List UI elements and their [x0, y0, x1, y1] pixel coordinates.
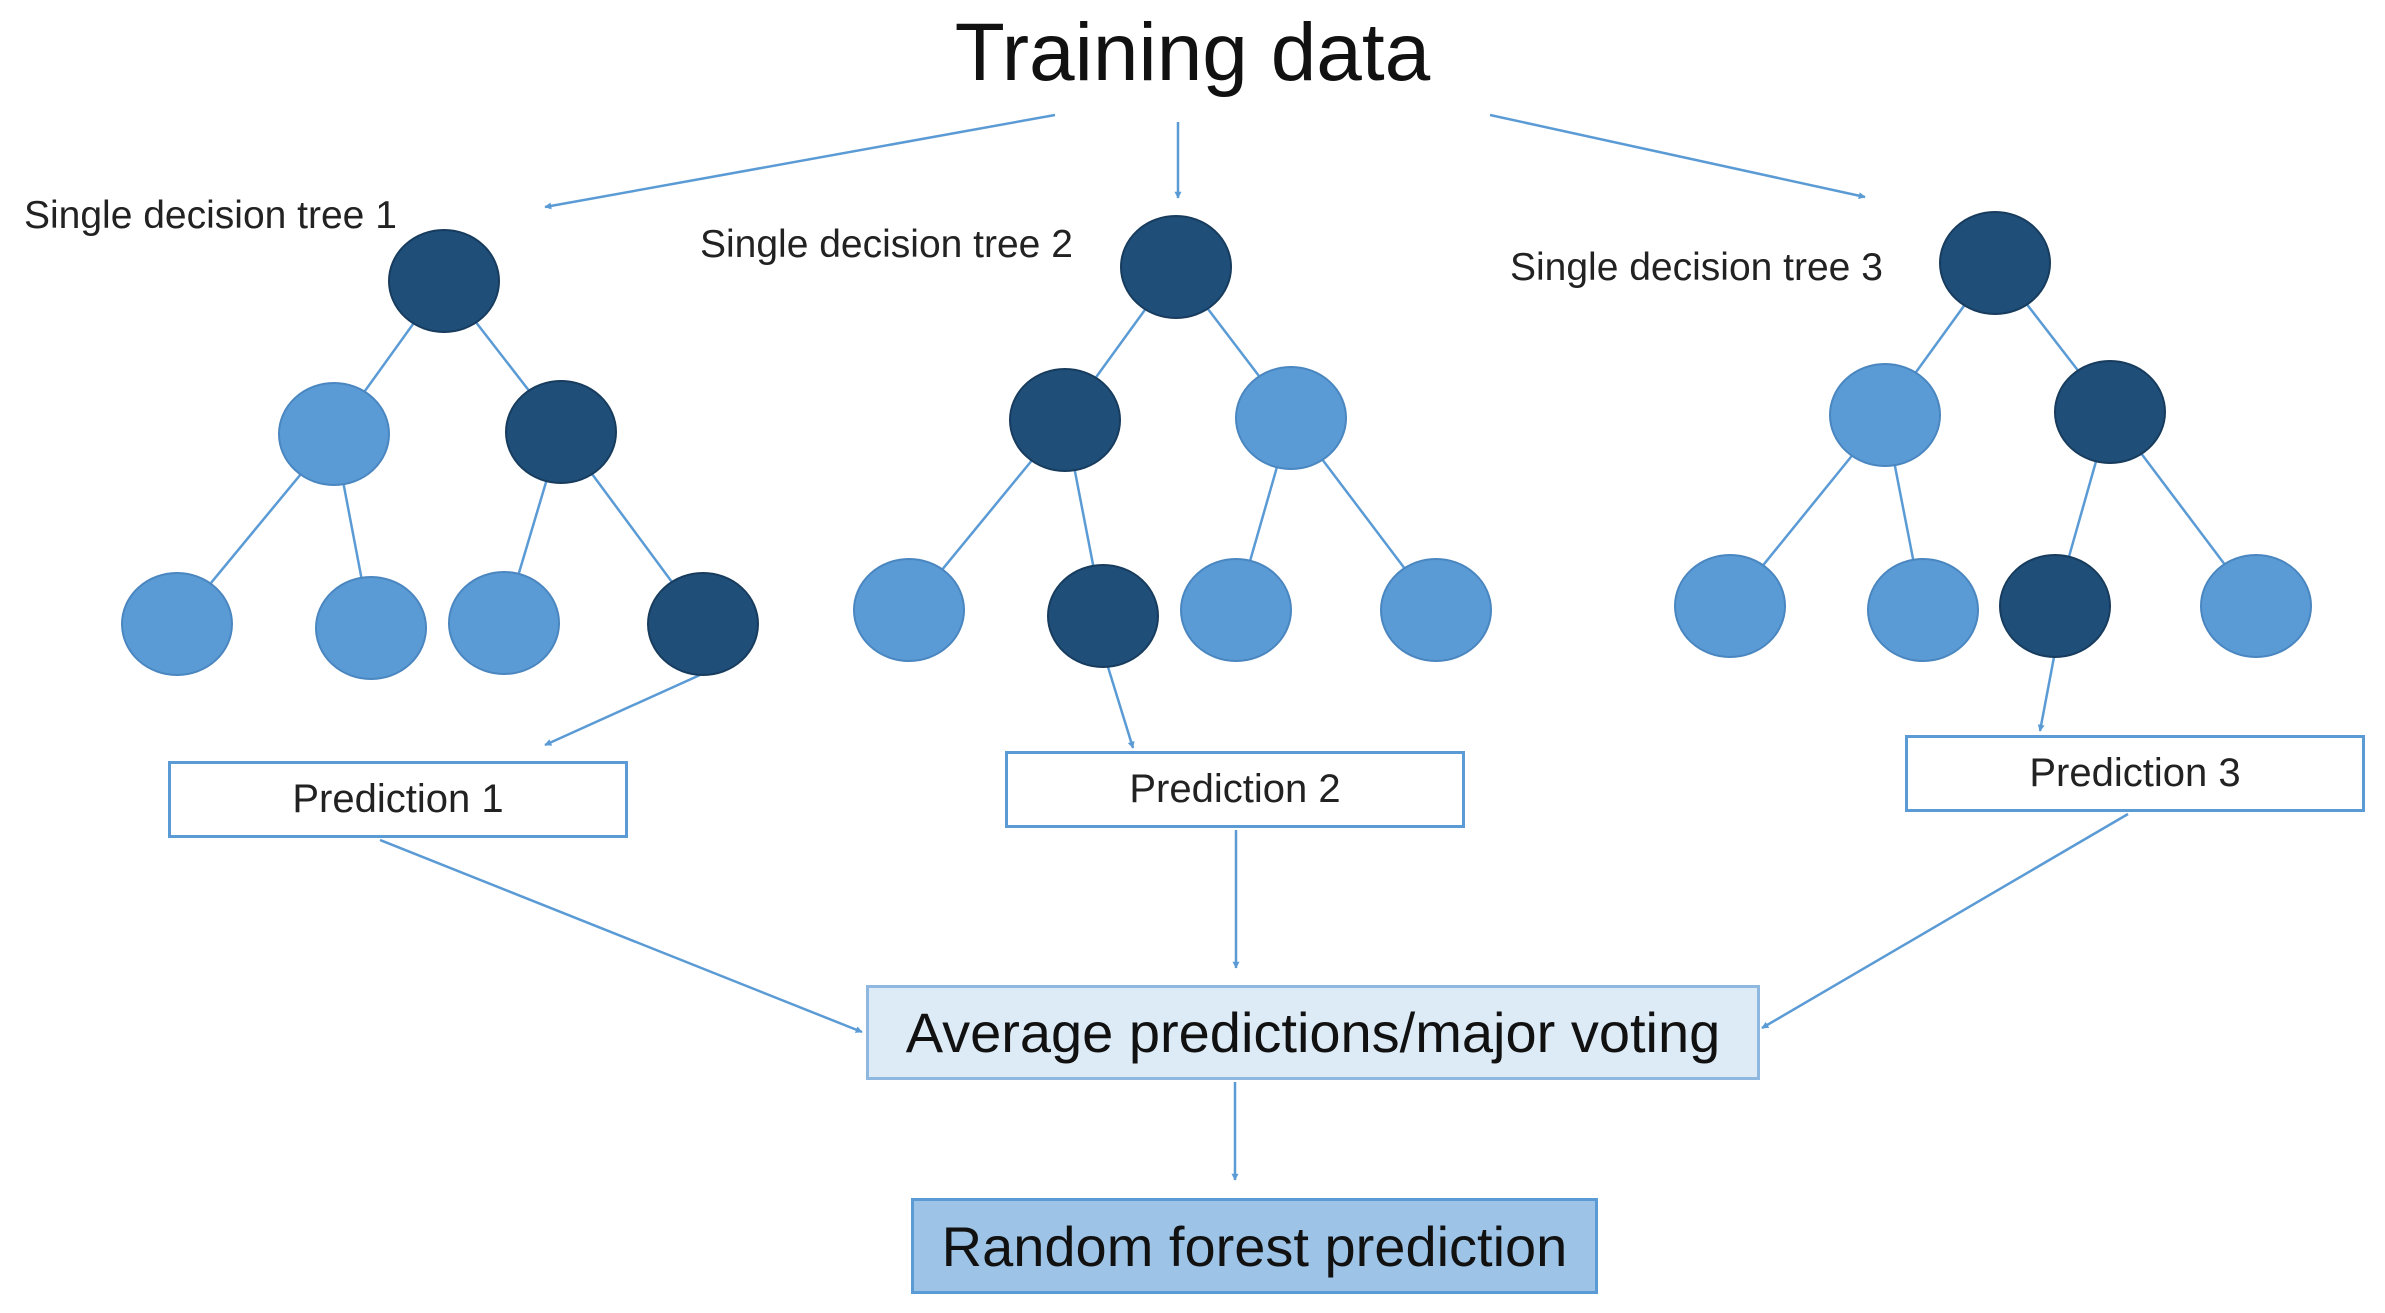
tree-1-node-1 — [388, 229, 500, 333]
tree-2-node-7 — [1380, 558, 1492, 662]
tree-3-node-2 — [1829, 363, 1941, 467]
tree-2-node-2 — [1009, 368, 1121, 472]
leaf-to-prediction-2-arrow — [1106, 666, 1135, 749]
prediction-3-to-average-arrow — [1761, 812, 2129, 1030]
tree-3-edge — [2064, 457, 2099, 569]
tree-2-node-5 — [1047, 564, 1159, 668]
tree-1-node-7 — [647, 572, 759, 676]
tree-1-node-4 — [121, 572, 233, 676]
tree-3-edge — [2023, 300, 2087, 381]
leaf-to-prediction-1-arrow — [544, 673, 701, 747]
tree-1-node-5 — [315, 576, 427, 680]
tree-3-edge — [1907, 301, 1968, 384]
leaf-to-prediction-3-arrow — [2037, 656, 2056, 732]
tree-2-edge — [1204, 304, 1268, 387]
tree-1-edge — [472, 318, 538, 401]
tree-2-label: Single decision tree 2 — [700, 223, 1073, 266]
tree-3-node-4 — [1674, 554, 1786, 658]
tree-1-label: Single decision tree 1 — [24, 194, 397, 237]
tree-3-node-3 — [2054, 360, 2166, 464]
tree-1-edge — [341, 480, 366, 591]
tree-2-node-1 — [1120, 215, 1232, 319]
tree-1-edge — [201, 470, 305, 594]
tree-3-edge — [2138, 449, 2233, 575]
training-data-title: Training data — [954, 7, 1431, 98]
tree-1-edge — [513, 476, 549, 587]
tree-3-node-7 — [2200, 554, 2312, 658]
tree-1-node-3 — [505, 380, 617, 484]
tree-2-edge — [1245, 463, 1280, 573]
training-to-tree-1-arrow — [544, 113, 1056, 210]
tree-2-edge — [1072, 466, 1098, 579]
tree-2-node-4 — [853, 558, 965, 662]
tree-2-node-3 — [1235, 366, 1347, 470]
tree-2-edge — [1319, 455, 1413, 579]
prediction-1-box: Prediction 1 — [168, 761, 628, 838]
tree-2-edge — [1087, 305, 1149, 389]
tree-1-edge — [356, 319, 417, 403]
tree-3-label: Single decision tree 3 — [1510, 246, 1883, 289]
tree-2-edge — [933, 456, 1036, 580]
tree-3-edge — [1754, 451, 1856, 576]
tree-3-edge — [1892, 461, 1918, 573]
tree-2-node-6 — [1180, 558, 1292, 662]
tree-1-edge — [588, 470, 681, 593]
average-voting-box: Average predictions/major voting — [866, 985, 1760, 1080]
node-layer — [121, 211, 2312, 680]
prediction-1-to-average-arrow — [379, 838, 863, 1034]
prediction-2-box: Prediction 2 — [1005, 751, 1465, 828]
tree-1-node-6 — [448, 571, 560, 675]
training-to-tree-3-arrow — [1489, 113, 1866, 200]
tree-3-node-6 — [1999, 554, 2111, 658]
random-forest-prediction-box: Random forest prediction — [911, 1198, 1598, 1294]
prediction-3-box: Prediction 3 — [1905, 735, 2365, 812]
tree-3-node-5 — [1867, 558, 1979, 662]
tree-1-node-2 — [278, 382, 390, 486]
edge-layer — [201, 113, 2233, 1181]
tree-3-node-1 — [1939, 211, 2051, 315]
